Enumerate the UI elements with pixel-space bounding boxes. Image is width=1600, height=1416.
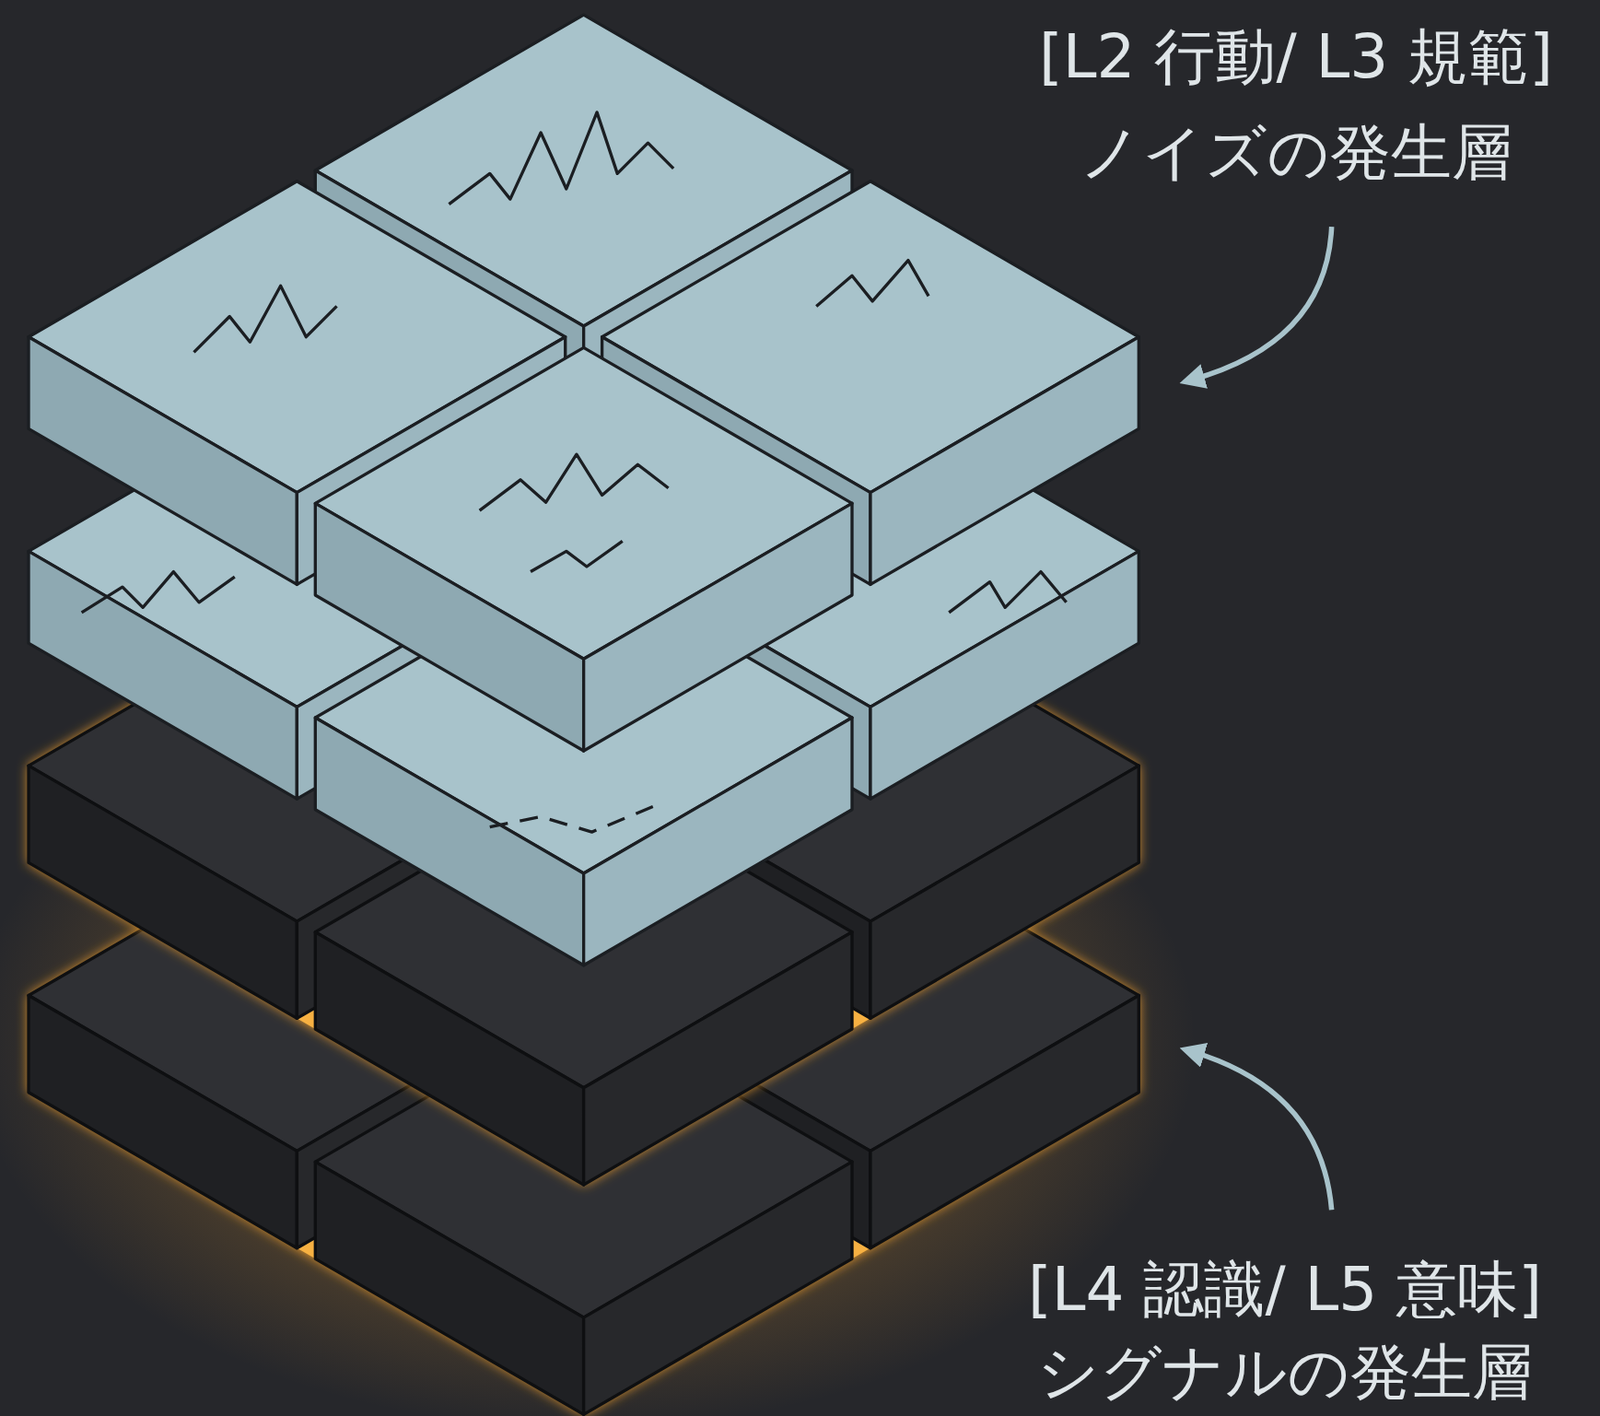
leader-arrow bbox=[1191, 1051, 1332, 1210]
leader-arrow bbox=[1191, 226, 1332, 380]
light-layer bbox=[28, 14, 1139, 751]
layer-caption: ノイズの発生層 bbox=[1079, 119, 1513, 187]
layer-range-label: [L4 認識/ L5 意味] bbox=[1027, 1256, 1542, 1324]
layer-range-label: [L2 行動/ L3 規範] bbox=[1039, 23, 1554, 92]
layer-caption: シグナルの発生層 bbox=[1037, 1339, 1533, 1407]
